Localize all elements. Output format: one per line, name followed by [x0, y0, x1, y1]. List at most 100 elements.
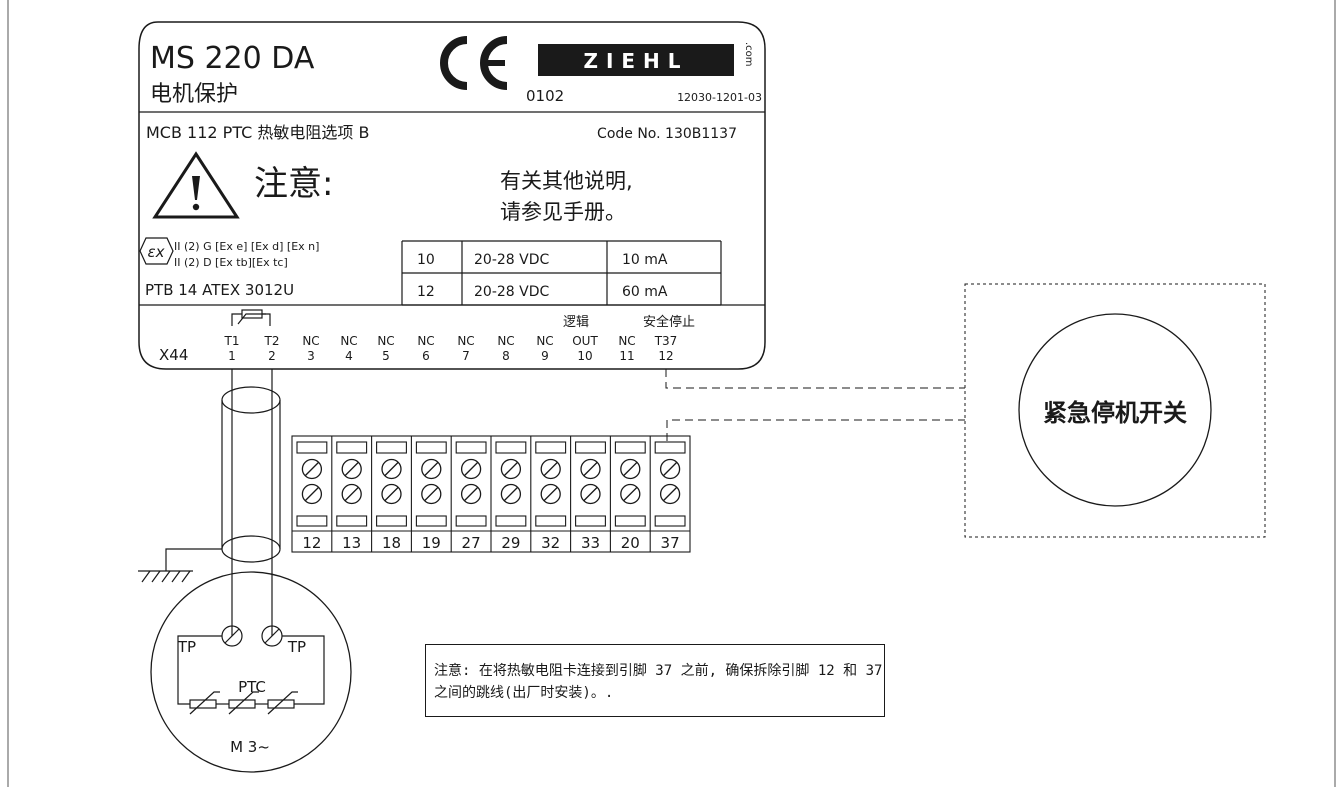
- terminal-number: 12: [302, 534, 321, 552]
- motor-outline: [150, 571, 352, 773]
- note-line-2: 之间的跳线(出厂时安装)。.: [434, 685, 614, 701]
- caution-text-1: 有关其他说明,: [500, 169, 633, 193]
- emergency-switch-circle: [1018, 313, 1212, 507]
- terminal-screw-slot: [384, 487, 399, 501]
- rating-voltage-2: 20-28 VDC: [474, 284, 549, 300]
- terminal-clamp-top: [376, 441, 407, 454]
- pin-number: 12: [658, 349, 673, 363]
- pin-number: 1: [228, 349, 236, 363]
- pin-name: T2: [264, 334, 280, 348]
- motor-name: M 3~: [230, 738, 270, 756]
- tp-left-label: TP: [177, 638, 196, 656]
- pin-name: T1: [224, 334, 240, 348]
- ground-symbol-icon: [138, 548, 222, 583]
- terminal-screw-slot: [304, 487, 319, 501]
- terminal-screw-slot: [543, 487, 558, 501]
- rating-voltage-1: 20-28 VDC: [474, 252, 549, 268]
- caution-title: 注意:: [254, 164, 333, 204]
- terminal-screw-slot: [464, 462, 479, 476]
- rating-terminal-1: 10: [417, 252, 435, 268]
- dashed-wires: [665, 369, 965, 441]
- ex-line-2: II (2) D [Ex tb][Ex tc]: [174, 256, 288, 269]
- wire-pin12-to-switch: [665, 369, 965, 389]
- pin-number: 6: [422, 349, 430, 363]
- motor-wiring: [177, 625, 325, 705]
- notified-body-number: 0102: [526, 87, 564, 105]
- motor: TP TP PTC M 3~: [150, 571, 352, 773]
- terminal-clamp-bottom: [296, 515, 328, 527]
- terminal-number: 13: [342, 534, 361, 552]
- jumper-note: 注意: 在将热敏电阻卡连接到引脚 37 之前, 确保拆除引脚 12 和 37 之…: [425, 644, 885, 717]
- tp-right-label: TP: [287, 638, 306, 656]
- ex-line-1: II (2) G [Ex e] [Ex d] [Ex n]: [174, 240, 319, 253]
- terminal-clamp-top: [575, 441, 606, 454]
- terminal-screw-slot: [424, 462, 439, 476]
- wire-terminal37-to-switch: [666, 419, 965, 441]
- caution-text-2: 请参见手册。: [500, 200, 626, 224]
- ziehl-logo-text: ZIEHL: [583, 49, 688, 73]
- terminal-clamp-bottom: [376, 515, 407, 527]
- shielded-cable: [221, 369, 281, 636]
- atex-certificate: PTB 14 ATEX 3012U: [145, 281, 294, 299]
- terminal-number: 20: [621, 534, 640, 552]
- terminal-screw-slot: [623, 462, 638, 476]
- terminal-clamp-top: [654, 441, 686, 454]
- terminal-screw-slot: [304, 462, 319, 476]
- pin-name: NC: [618, 334, 635, 348]
- brand-domain: .com: [743, 42, 754, 67]
- pin-name: T37: [654, 334, 678, 348]
- terminal-screw-slot: [623, 487, 638, 501]
- code-number: Code No. 130B1137: [597, 126, 737, 142]
- model-name: MS 220 DA: [150, 41, 315, 76]
- terminal-screw-slot: [344, 462, 359, 476]
- thermistor-symbol-icon: [231, 309, 271, 326]
- terminal-screw-slot: [663, 487, 678, 501]
- ptc-thermistor-icon: [189, 691, 312, 715]
- ziehl-logo: [538, 44, 734, 76]
- terminal-clamp-bottom: [535, 515, 567, 527]
- terminal-number: 27: [462, 534, 481, 552]
- pin-number: 8: [502, 349, 510, 363]
- pin-number: 10: [577, 349, 592, 363]
- pin-name: NC: [377, 334, 394, 348]
- pin-number: 5: [382, 349, 390, 363]
- terminal-screw-slot: [344, 487, 359, 501]
- pin-name: NC: [417, 334, 434, 348]
- pin-name: NC: [536, 334, 553, 348]
- terminal-clamp-bottom: [614, 515, 646, 527]
- terminal-clamp-bottom: [495, 515, 527, 527]
- terminal-clamp-bottom: [575, 515, 606, 527]
- terminal-screw-slot: [583, 462, 598, 476]
- terminal-number: 29: [501, 534, 520, 552]
- terminal-clamp-top: [336, 441, 368, 454]
- pin-number: 7: [462, 349, 470, 363]
- terminal-number: 37: [661, 534, 680, 552]
- pin-number: 2: [268, 349, 276, 363]
- pin-number: 3: [307, 349, 315, 363]
- ex-symbol: εx: [148, 243, 165, 261]
- terminal-screw-slot: [503, 487, 518, 501]
- rating-current-1: 10 mA: [622, 252, 668, 268]
- terminal-screw-slot: [424, 487, 439, 501]
- pin-labels: T1 1 T2 2 NC 3 NC 4 NC 5 NC 6 NC 7 NC 8 …: [224, 334, 678, 363]
- note-line-1: 注意: 在将热敏电阻卡连接到引脚 37 之前, 确保拆除引脚 12 和 37: [434, 663, 883, 679]
- pin-name: NC: [457, 334, 474, 348]
- rating-current-2: 60 mA: [622, 284, 668, 300]
- label-outline: [138, 21, 766, 370]
- ex-hexagon-icon: [139, 237, 174, 265]
- terminal-clamp-bottom: [654, 515, 686, 527]
- pin-name: NC: [497, 334, 514, 348]
- connector-name: X44: [159, 346, 188, 364]
- terminal-clamp-bottom: [336, 515, 368, 527]
- terminal-clamp-bottom: [415, 515, 447, 527]
- warning-icon: [152, 151, 240, 219]
- model-subtitle: 电机保护: [150, 82, 238, 107]
- terminal-clamp-top: [614, 441, 646, 454]
- terminal-number: 18: [382, 534, 401, 552]
- terminal-number: 33: [581, 534, 600, 552]
- terminal-screw-slot: [464, 487, 479, 501]
- emergency-switch-box: [964, 283, 1266, 538]
- terminal-clamp-bottom: [455, 515, 487, 527]
